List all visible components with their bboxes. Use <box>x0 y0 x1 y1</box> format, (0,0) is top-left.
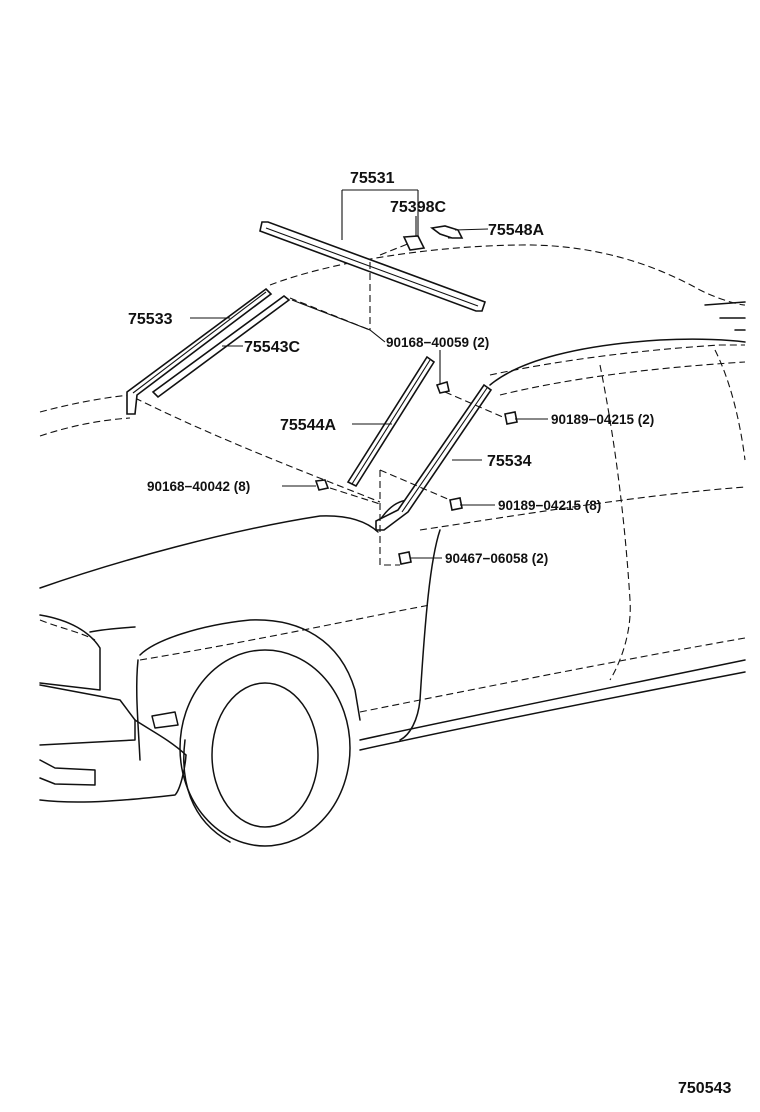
label-75544a: 75544A <box>280 417 336 434</box>
label-75534: 75534 <box>487 453 532 470</box>
label-90168-40059: 90168−40059 (2) <box>386 335 489 350</box>
label-90168-40042: 90168−40042 (8) <box>147 479 250 494</box>
label-90189-04215-2: 90189−04215 (2) <box>551 412 654 427</box>
label-90467-06058: 90467−06058 (2) <box>445 551 548 566</box>
leader-lines <box>190 189 548 559</box>
part-75534-molding <box>375 383 493 531</box>
part-75548a-clip <box>429 225 464 239</box>
label-75531: 75531 <box>350 170 395 187</box>
part-75544a-molding <box>346 355 436 488</box>
label-75398c: 75398C <box>390 199 446 216</box>
label-75533: 75533 <box>128 311 173 328</box>
label-75548a: 75548A <box>488 222 544 239</box>
part-75543c-molding <box>151 294 291 399</box>
diagram-id: 750543 <box>678 1080 731 1097</box>
part-75531-molding <box>259 221 487 312</box>
fastener-icons <box>314 380 518 565</box>
dashed-guides <box>329 237 506 566</box>
part-75533-molding <box>126 287 273 415</box>
label-75543c: 75543C <box>244 339 300 356</box>
part-75398c-clip <box>402 235 426 251</box>
label-90189-04215-8: 90189−04215 (8) <box>498 498 601 513</box>
car-body-solid <box>39 301 746 847</box>
